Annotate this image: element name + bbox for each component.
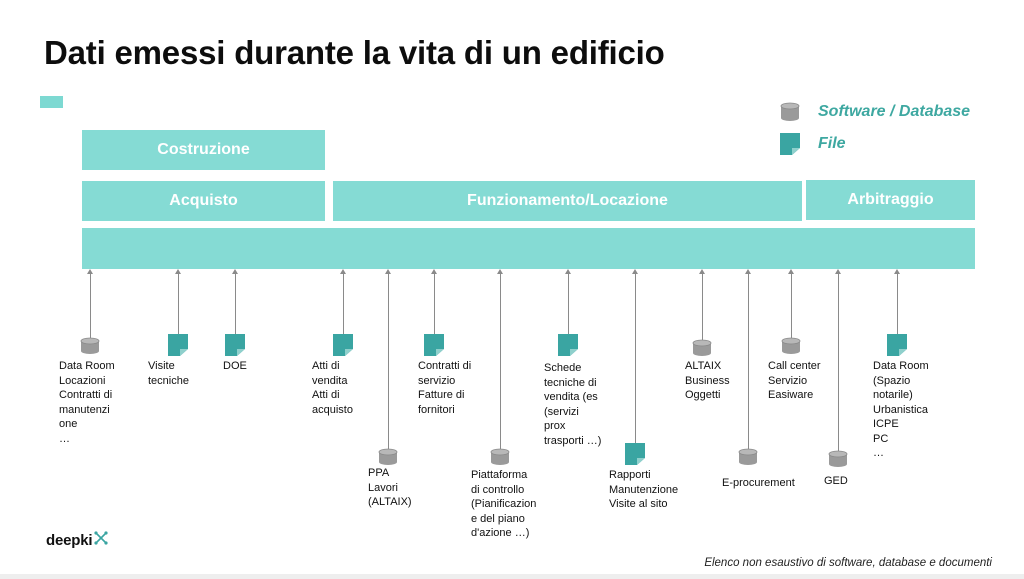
- connector-line: [388, 273, 389, 450]
- item-label: Visite tecniche: [148, 360, 189, 387]
- connector-line: [635, 273, 636, 444]
- file-icon: [333, 334, 353, 356]
- connector-line: [702, 273, 703, 341]
- arrow-head: [894, 269, 900, 274]
- connector-line: [343, 273, 344, 335]
- file-icon: [780, 133, 800, 155]
- item-icon: [489, 448, 511, 471]
- connector-line: [178, 273, 179, 335]
- item-label: E-procurement: [722, 477, 795, 489]
- item-icon: [377, 448, 399, 471]
- item-label: PPA Lavori (ALTAIX): [368, 467, 412, 508]
- arrow-head: [699, 269, 705, 274]
- database-icon: [781, 337, 801, 354]
- arrow-head: [232, 269, 238, 274]
- item-icon: [332, 333, 354, 362]
- phase-acquisto: Acquisto: [82, 181, 325, 221]
- arrow-head: [788, 269, 794, 274]
- connector-line: [838, 273, 839, 452]
- arrow-head: [175, 269, 181, 274]
- phase-funzionamento: Funzionamento/Locazione: [333, 181, 802, 221]
- arrow-head: [632, 269, 638, 274]
- database-icon: [80, 337, 100, 354]
- phase-arbitraggio: Arbitraggio: [806, 180, 975, 220]
- database-icon: [828, 450, 848, 467]
- deepki-logo-icon: [94, 530, 108, 545]
- database-icon: [692, 339, 712, 356]
- arrow-head: [745, 269, 751, 274]
- item-icon: [557, 333, 579, 362]
- arrow-head: [565, 269, 571, 274]
- file-icon: [225, 334, 245, 356]
- item-label: Rapporti Manutenzione Visite al sito: [609, 469, 679, 510]
- item-icon: [423, 333, 445, 362]
- item-icon: [167, 333, 189, 362]
- arrow-head: [835, 269, 841, 274]
- item-label: Data Room (Spazio notarile) Urbanistica …: [873, 360, 929, 459]
- database-icon: [738, 448, 758, 465]
- item-icon: [737, 448, 759, 471]
- accent-mark: [40, 96, 63, 108]
- item-icon: [224, 333, 246, 362]
- database-icon: [490, 448, 510, 465]
- arrow-head: [497, 269, 503, 274]
- item-label: DOE: [223, 360, 247, 372]
- logo-text: deepki: [46, 532, 93, 549]
- connector-line: [500, 273, 501, 450]
- legend-file-label: File: [818, 135, 846, 152]
- legend-software-label: Software / Database: [818, 103, 971, 120]
- item-label: Piattaforma di controllo (Pianificazion …: [471, 469, 537, 539]
- file-icon: [887, 334, 907, 356]
- arrow-head: [431, 269, 437, 274]
- item-label: Call center Servizio Easiware: [768, 360, 821, 401]
- item-label: ALTAIX Business Oggetti: [685, 360, 730, 401]
- footnote: Elenco non esaustivo di software, databa…: [704, 557, 992, 569]
- database-icon: [378, 448, 398, 465]
- item-icon: [624, 442, 646, 471]
- legend-software: Software / Database: [779, 102, 970, 122]
- timeline-bar: [82, 228, 975, 269]
- item-label: Data Room Locazioni Contratti di manuten…: [59, 360, 115, 445]
- item-icon: [691, 339, 713, 362]
- connector-line: [568, 273, 569, 335]
- arrow-head: [340, 269, 346, 274]
- item-icon: [780, 337, 802, 360]
- arrow-head: [385, 269, 391, 274]
- item-label: Contratti di servizio Fatture di fornito…: [418, 360, 472, 416]
- item-icon: [827, 450, 849, 473]
- connector-line: [90, 273, 91, 339]
- arrow-head: [87, 269, 93, 274]
- bottom-bar: [0, 574, 1024, 579]
- database-icon: [780, 102, 800, 121]
- item-label: Atti di vendita Atti di acquisto: [312, 360, 353, 416]
- connector-line: [748, 273, 749, 450]
- connector-line: [897, 273, 898, 335]
- page-title: Dati emessi durante la vita di un edific…: [44, 34, 665, 71]
- file-icon: [558, 334, 578, 356]
- deepki-logo: deepki: [46, 530, 109, 549]
- connector-line: [791, 273, 792, 339]
- item-label: GED: [824, 475, 848, 487]
- item-label: Schede tecniche di vendita (es (servizi …: [544, 362, 602, 447]
- phase-costruzione: Costruzione: [82, 130, 325, 170]
- item-icon: [886, 333, 908, 362]
- legend-file: File: [779, 132, 846, 156]
- item-icon: [79, 337, 101, 360]
- file-icon: [168, 334, 188, 356]
- file-icon: [625, 443, 645, 465]
- connector-line: [235, 273, 236, 335]
- connector-line: [434, 273, 435, 335]
- file-icon: [424, 334, 444, 356]
